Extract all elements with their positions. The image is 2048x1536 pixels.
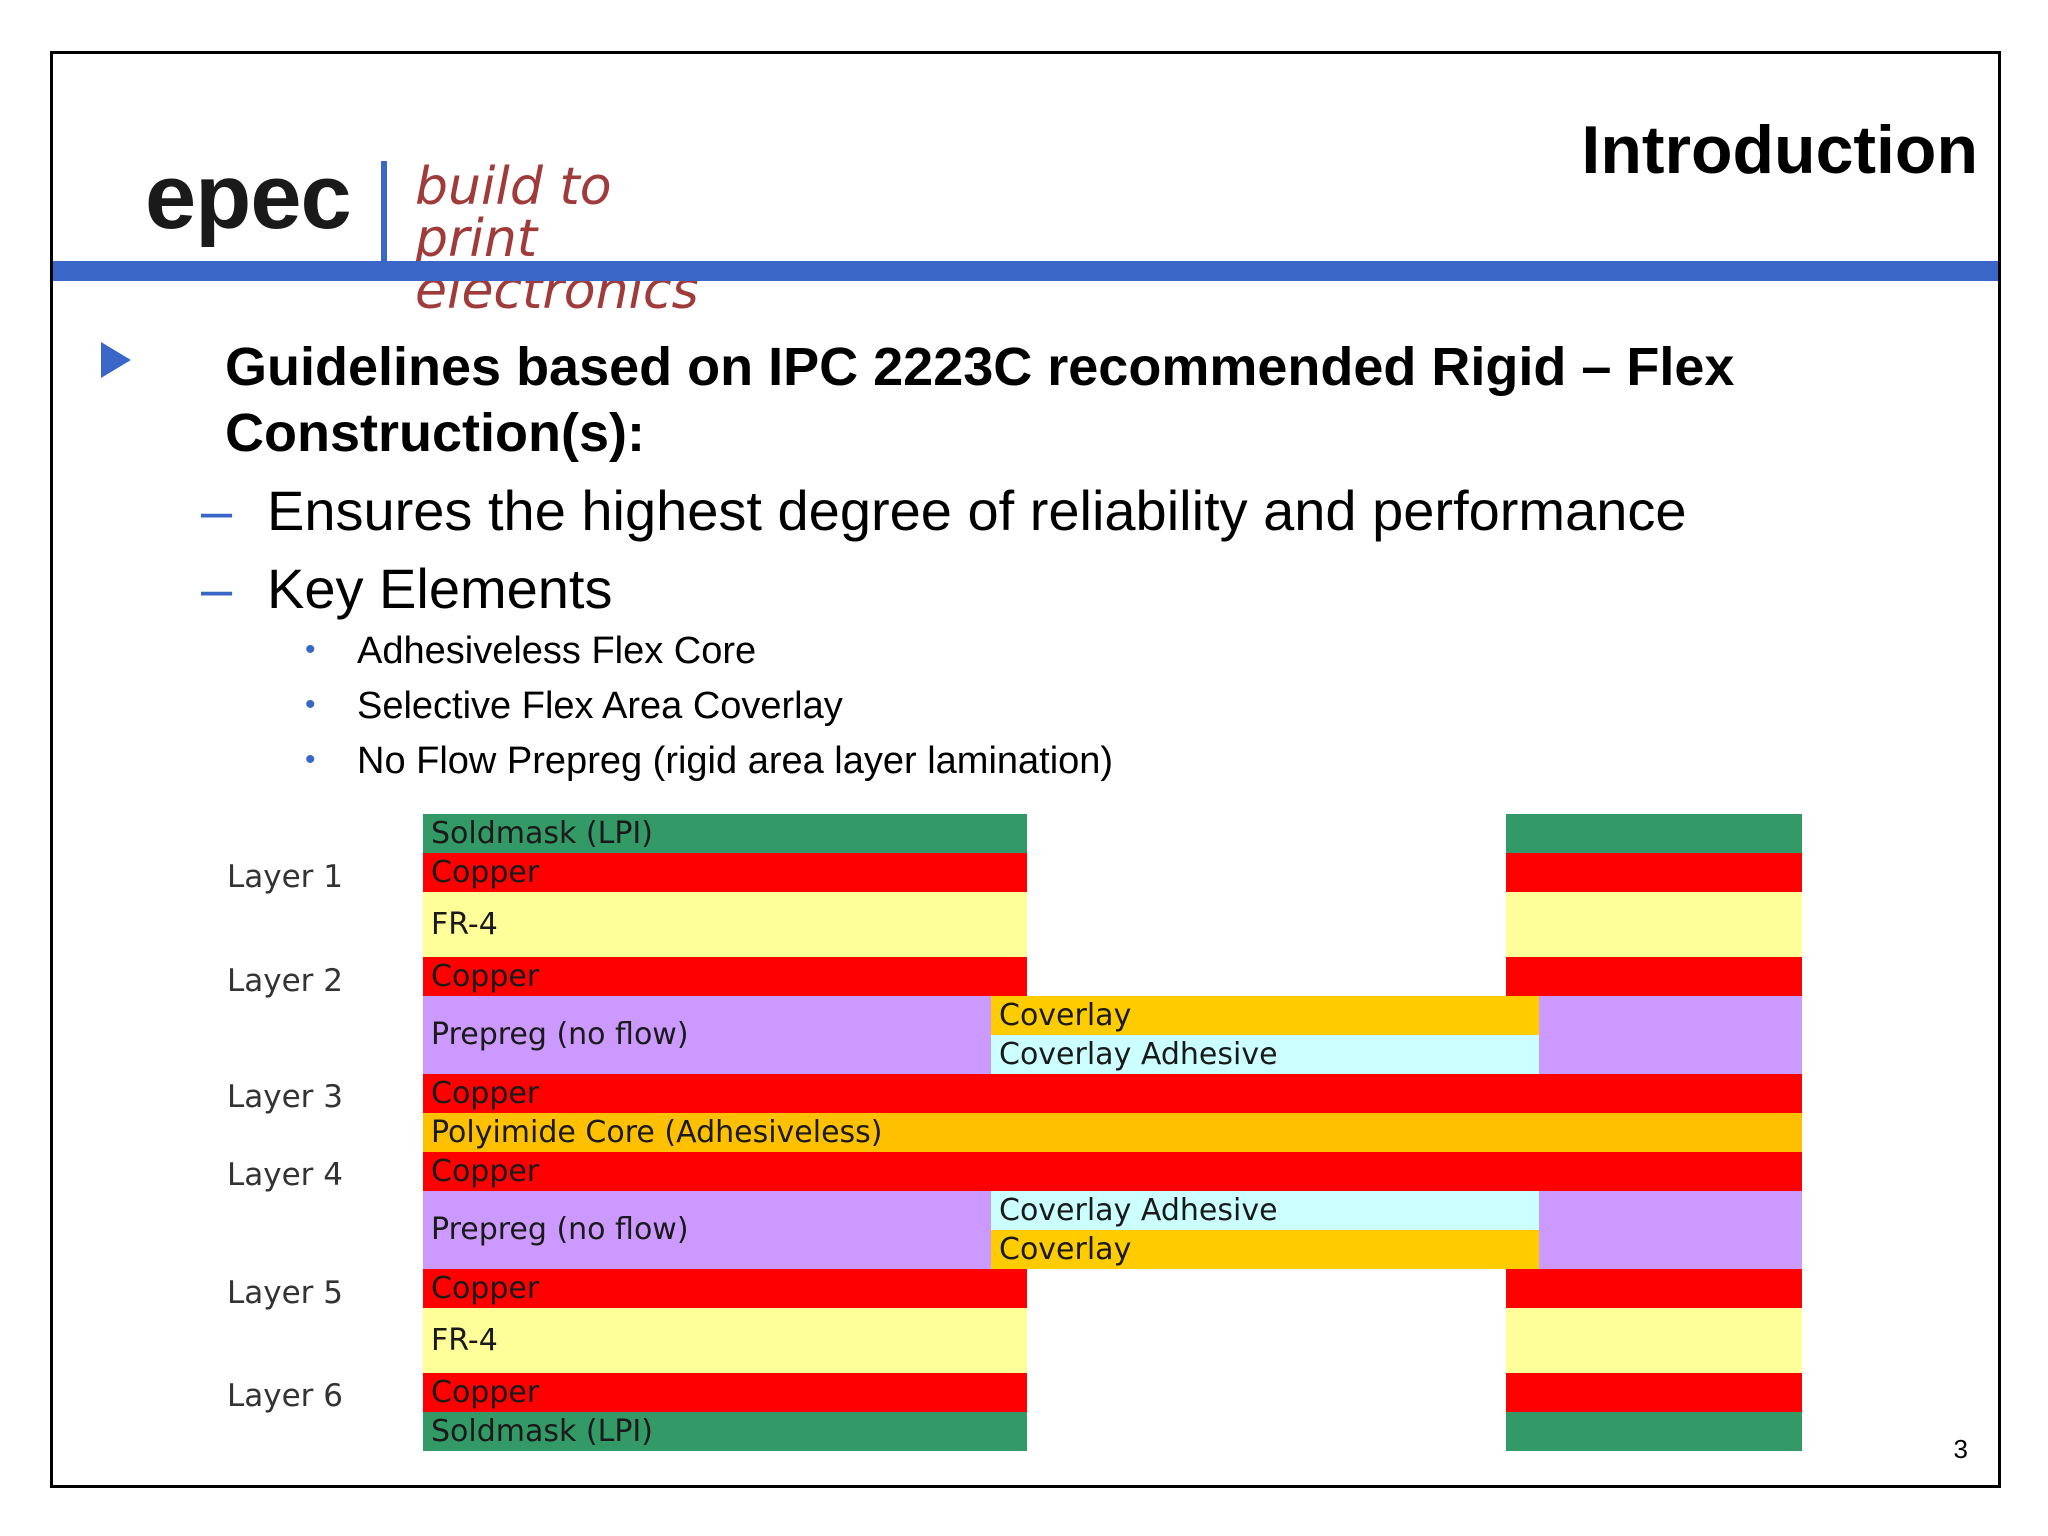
coverlay-adhesive-bottom: Coverlay Adhesive xyxy=(991,1191,1539,1230)
copper-layer6-left: Copper xyxy=(423,1373,1027,1412)
copper-layer5-right xyxy=(1506,1269,1802,1308)
layer-label: Layer 6 xyxy=(227,1378,344,1414)
fr4-top-right xyxy=(1506,892,1802,957)
layer-label: Layer 3 xyxy=(227,1079,344,1115)
sub-bullet-key-elements: –Key Elements xyxy=(201,557,613,621)
soldmask-top-right xyxy=(1506,814,1802,853)
key-element-item: • No Flow Prepreg (rigid area layer lamin… xyxy=(305,736,1113,785)
dot-bullet-icon: • xyxy=(305,633,316,666)
slide: epec build to print electronics Introduc… xyxy=(50,51,2001,1488)
logo-tagline-line-1: build to print xyxy=(415,157,612,269)
triangle-bullet-icon xyxy=(101,342,131,378)
copper-layer1-right xyxy=(1506,853,1802,892)
key-element-text: Adhesiveless Flex Core xyxy=(357,630,757,672)
logo-divider xyxy=(381,161,387,269)
layer-label: Layer 2 xyxy=(227,963,344,999)
epec-logo: epec build to print electronics xyxy=(95,109,715,317)
sub-bullet-text: Ensures the highest degree of reliabilit… xyxy=(267,479,1687,542)
coverlay-bottom: Coverlay xyxy=(991,1230,1539,1269)
rigid-flex-stackup-diagram: Layer 1 Layer 2 Layer 3 Layer 4 Layer 5 … xyxy=(227,814,1867,1464)
copper-layer2-left: Copper xyxy=(423,957,1027,996)
key-element-text: No Flow Prepreg (rigid area layer lamina… xyxy=(357,740,1114,782)
copper-layer6-right xyxy=(1506,1373,1802,1412)
copper-layer2-right xyxy=(1506,957,1802,996)
slide-title: Introduction xyxy=(1581,112,1978,188)
key-element-item: • Adhesiveless Flex Core xyxy=(305,626,756,675)
soldmask-top-left: Soldmask (LPI) xyxy=(423,814,1027,853)
soldmask-bottom-left: Soldmask (LPI) xyxy=(423,1412,1027,1451)
dot-bullet-icon: • xyxy=(305,743,316,776)
layer-label: Layer 1 xyxy=(227,859,344,895)
main-bullet-text: Guidelines based on IPC 2223C recommende… xyxy=(225,337,1735,463)
coverlay-adhesive-top: Coverlay Adhesive xyxy=(991,1035,1539,1074)
layer-label: Layer 4 xyxy=(227,1157,344,1193)
copper-layer1-left: Copper xyxy=(423,853,1027,892)
copper-layer3: Copper xyxy=(423,1074,1802,1113)
soldmask-bottom-right xyxy=(1506,1412,1802,1451)
dot-bullet-icon: • xyxy=(305,688,316,721)
sub-bullet-text: Key Elements xyxy=(267,557,613,620)
logo-tagline: build to print electronics xyxy=(415,161,715,317)
key-element-item: • Selective Flex Area Coverlay xyxy=(305,681,843,730)
fr4-bottom-left: FR-4 xyxy=(423,1308,1027,1373)
fr4-top-left: FR-4 xyxy=(423,892,1027,957)
copper-layer5-left: Copper xyxy=(423,1269,1027,1308)
page-number: 3 xyxy=(1953,1434,1968,1464)
key-element-text: Selective Flex Area Coverlay xyxy=(357,685,843,727)
sub-bullet-reliability: –Ensures the highest degree of reliabili… xyxy=(201,479,1687,543)
fr4-bottom-right xyxy=(1506,1308,1802,1373)
coverlay-top: Coverlay xyxy=(991,996,1539,1035)
logo-wordmark: epec xyxy=(145,146,352,248)
layer-label: Layer 5 xyxy=(227,1275,344,1311)
dash-bullet-icon: – xyxy=(201,479,233,542)
header-rule xyxy=(53,261,1998,281)
dash-bullet-icon: – xyxy=(201,557,233,620)
polyimide-core: Polyimide Core (Adhesiveless) xyxy=(423,1113,1802,1152)
copper-layer4: Copper xyxy=(423,1152,1802,1191)
